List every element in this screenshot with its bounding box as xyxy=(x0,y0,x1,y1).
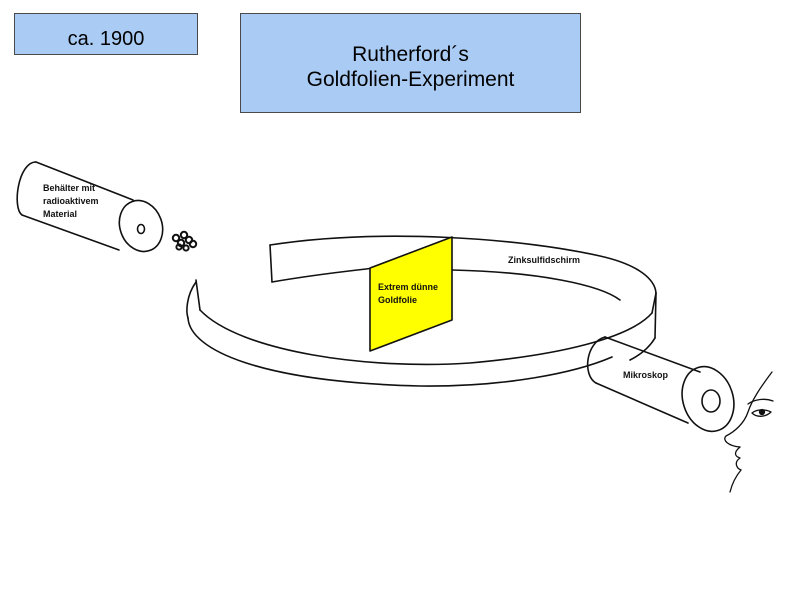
microscope xyxy=(586,336,735,433)
foil-label-line-2: Goldfolie xyxy=(378,295,417,305)
radioactive-source-container xyxy=(16,161,164,253)
title-line-1: Rutherford´s xyxy=(352,43,469,66)
screen-label: Zinksulfidschirm xyxy=(508,255,580,265)
date-box: ca. 1900 xyxy=(14,13,198,55)
source-label-line-3: Material xyxy=(43,209,77,219)
title-box: Rutherford´s Goldfolien-Experiment xyxy=(240,13,581,113)
observer-face xyxy=(724,371,774,493)
source-label-line-1: Behälter mit xyxy=(43,183,95,193)
foil-label-line-1: Extrem dünne xyxy=(378,282,438,292)
gold-foil xyxy=(369,236,453,352)
title-line-2: Goldfolien-Experiment xyxy=(306,68,515,91)
source-label-line-2: radioaktivem xyxy=(43,196,99,206)
microscope-label: Mikroskop xyxy=(623,370,669,380)
date-label: ca. 1900 xyxy=(67,28,145,50)
alpha-particles xyxy=(171,230,198,252)
